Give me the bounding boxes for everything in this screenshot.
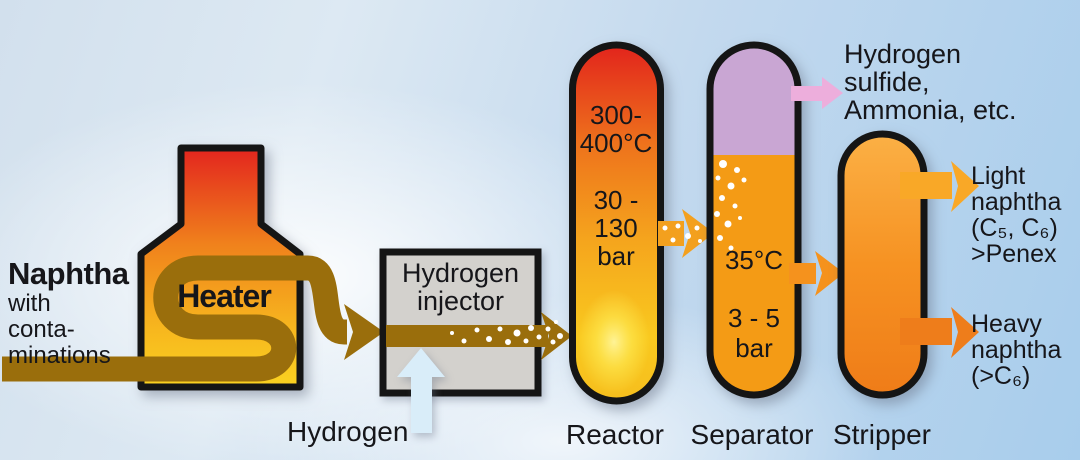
separator-bubbles xyxy=(714,160,747,251)
separator-outlet-arrow xyxy=(789,251,844,296)
reactor-glow xyxy=(578,290,650,394)
light-naphtha-line: >Penex xyxy=(971,240,1057,268)
offgas-line: sulfide, xyxy=(844,67,930,97)
stripper-caption: Stripper xyxy=(832,419,932,450)
separator-pressure-line: 3 - 5 xyxy=(727,303,781,333)
hydrogen-label: Hydrogen xyxy=(287,416,409,447)
reactor-vessel xyxy=(569,41,664,405)
feed-label: Naphtha with conta- minations xyxy=(8,257,129,369)
light-naphtha-arrow xyxy=(900,161,979,212)
feed-arrowhead-icon xyxy=(344,304,384,360)
separator-temp-label: 35°C xyxy=(724,245,784,275)
reactor-outlet-bubbles xyxy=(662,223,702,243)
light-naphtha-line: naphtha xyxy=(971,188,1062,216)
reactor-temp-line: 300- xyxy=(589,100,643,130)
feed-label-title: Naphtha xyxy=(8,256,129,291)
heavy-naphtha-line: (>C₆) xyxy=(971,362,1031,390)
separator-vessel xyxy=(706,41,802,399)
offgas-line: Ammonia, etc. xyxy=(844,95,1017,125)
heavy-naphtha-label: Heavy naphtha (>C₆) xyxy=(971,311,1061,389)
reactor-temp-line: 400°C xyxy=(579,128,653,158)
injector-label: Hydrogen injector xyxy=(383,259,538,315)
offgas-arrow xyxy=(791,77,843,109)
feed-label-line: conta- xyxy=(8,316,75,343)
separator-caption: Separator xyxy=(690,419,814,450)
reactor-pressure-line: 130 xyxy=(594,213,638,243)
reactor-pressure-label: 30 - 130 bar xyxy=(572,186,660,270)
injector-label-line: Hydrogen xyxy=(401,258,520,288)
offgas-line: Hydrogen xyxy=(844,39,962,69)
reactor-caption: Reactor xyxy=(565,419,665,450)
reactor-temp-label: 300- 400°C xyxy=(572,101,660,157)
heavy-naphtha-arrow xyxy=(900,307,979,358)
separator-pressure-label: 3 - 5 bar xyxy=(710,303,798,363)
reactor-pressure-line: bar xyxy=(597,241,635,271)
injector-label-line: injector xyxy=(416,286,505,316)
reactor-outlet-arrow xyxy=(658,209,714,258)
offgas-label: Hydrogen sulfide, Ammonia, etc. xyxy=(844,40,1017,124)
light-naphtha-label: Light naphtha (C₅, C₆) >Penex xyxy=(971,163,1061,267)
feed-label-line: minations xyxy=(8,342,111,369)
heavy-naphtha-line: naphtha xyxy=(971,336,1062,364)
naphtha-feed-pipe xyxy=(2,255,384,382)
hydrogen-bubbles xyxy=(450,320,563,345)
injector-outlet-pipe xyxy=(386,312,572,360)
light-naphtha-line: (C₅, C₆) xyxy=(971,214,1058,242)
light-naphtha-line: Light xyxy=(971,162,1026,190)
feed-label-line: with xyxy=(8,290,51,317)
heavy-naphtha-line: Heavy xyxy=(971,310,1042,338)
separator-gas-zone xyxy=(710,45,798,155)
separator-pressure-line: bar xyxy=(735,333,773,363)
injector-arrowhead-icon xyxy=(541,312,572,360)
reactor-pressure-line: 30 - xyxy=(593,185,639,215)
hydrogen-inlet-arrow xyxy=(397,348,445,433)
heater-label: Heater xyxy=(177,278,272,314)
